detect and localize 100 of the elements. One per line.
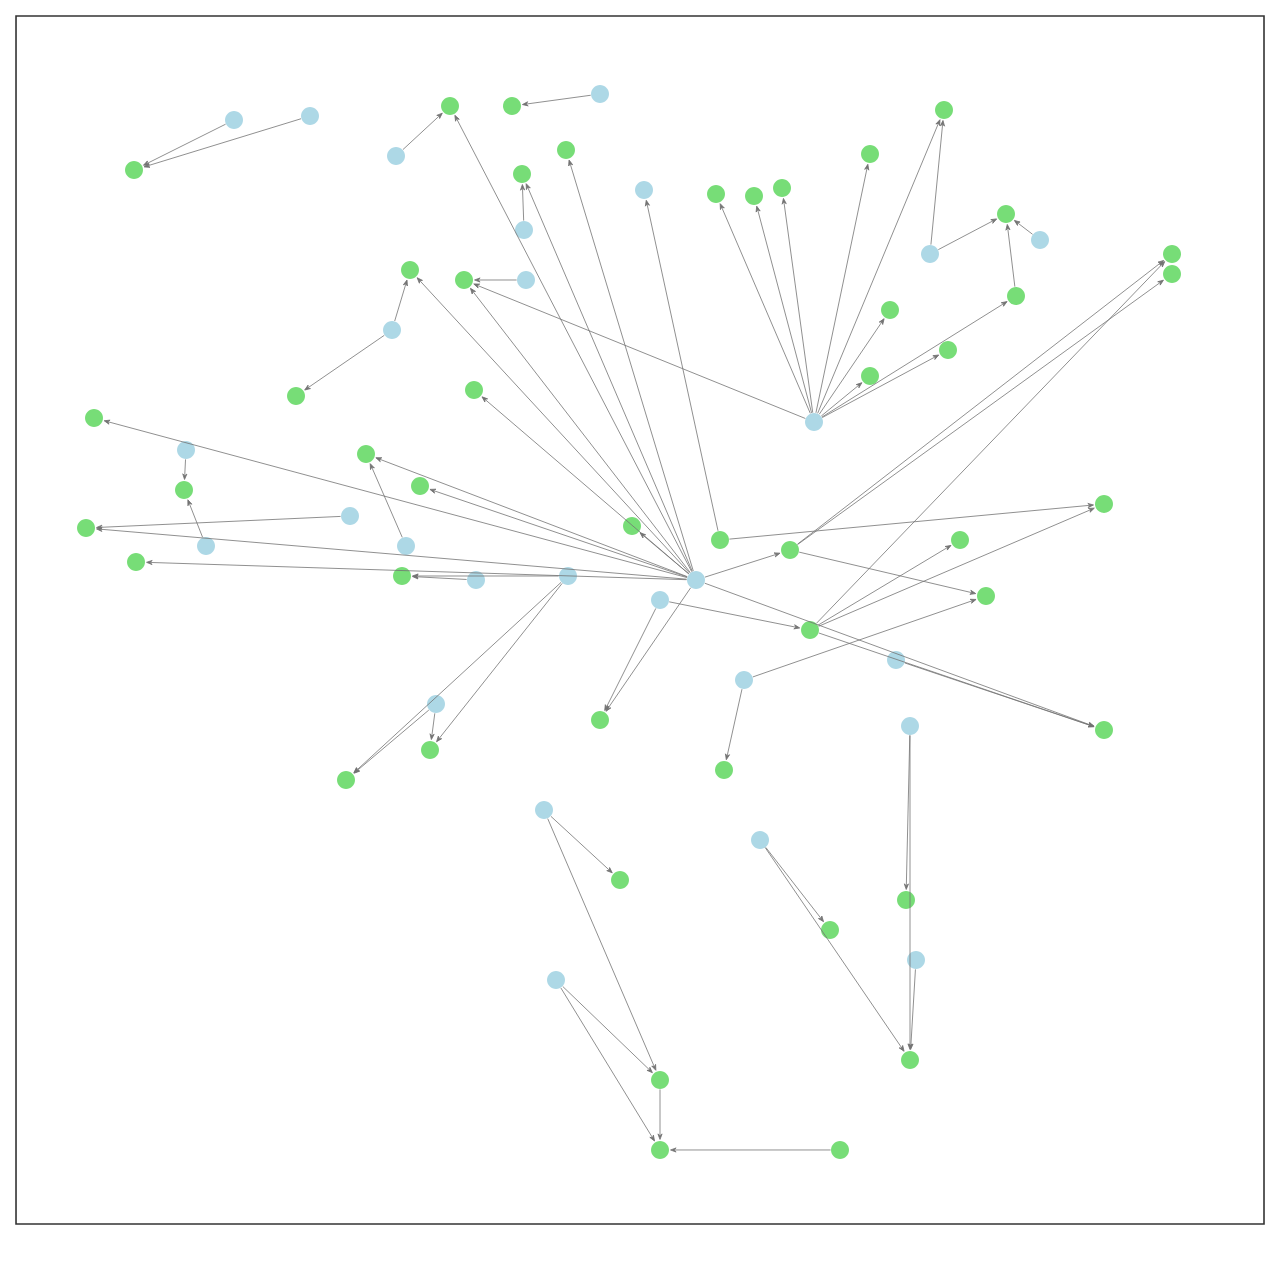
arrow bbox=[429, 488, 688, 578]
node-circle bbox=[1031, 231, 1049, 249]
node-circle bbox=[997, 205, 1015, 223]
node-circle bbox=[225, 111, 243, 129]
node-circle bbox=[1095, 495, 1113, 513]
arrow bbox=[1013, 220, 1033, 235]
node-circle bbox=[715, 761, 733, 779]
node-circle bbox=[441, 97, 459, 115]
node-circle bbox=[591, 85, 609, 103]
arrow bbox=[670, 1147, 831, 1153]
arrow bbox=[375, 457, 688, 578]
node-circle bbox=[467, 571, 485, 589]
node-circle bbox=[651, 1071, 669, 1089]
node-circle bbox=[557, 141, 575, 159]
node-circle bbox=[1163, 245, 1181, 263]
arrow bbox=[725, 688, 743, 761]
node-circle bbox=[517, 271, 535, 289]
arrow bbox=[765, 847, 824, 923]
node-circle bbox=[773, 179, 791, 197]
node-circle bbox=[887, 651, 905, 669]
node-circle bbox=[821, 921, 839, 939]
node-circle bbox=[513, 165, 531, 183]
arrow bbox=[436, 582, 563, 743]
arrow bbox=[764, 847, 905, 1052]
arrow bbox=[755, 205, 812, 414]
node-circle bbox=[735, 671, 753, 689]
node-circle bbox=[651, 1141, 669, 1159]
arrow bbox=[429, 712, 436, 740]
node-circle bbox=[421, 741, 439, 759]
node-circle bbox=[751, 831, 769, 849]
arrow bbox=[304, 334, 385, 391]
arrow bbox=[820, 382, 863, 417]
arrow bbox=[470, 287, 691, 573]
node-circle bbox=[977, 587, 995, 605]
node-circle bbox=[287, 387, 305, 405]
arrow bbox=[908, 968, 916, 1050]
node-circle bbox=[831, 1141, 849, 1159]
arrow bbox=[704, 582, 1095, 727]
arrow bbox=[818, 632, 1095, 728]
node-circle bbox=[805, 413, 823, 431]
node-circle bbox=[535, 801, 553, 819]
node-circle bbox=[707, 185, 725, 203]
node-circle bbox=[921, 245, 939, 263]
node-circle bbox=[547, 971, 565, 989]
arrow bbox=[605, 587, 692, 712]
arrow bbox=[1005, 224, 1016, 288]
arrow bbox=[416, 277, 691, 574]
node-circle bbox=[177, 441, 195, 459]
arrow bbox=[412, 574, 468, 580]
arrow bbox=[668, 601, 801, 630]
arrow bbox=[473, 283, 806, 419]
arrow bbox=[562, 986, 653, 1074]
node-circle bbox=[651, 591, 669, 609]
arrow bbox=[817, 119, 941, 414]
arrow bbox=[560, 987, 655, 1142]
arrow bbox=[645, 199, 719, 532]
node-circle bbox=[77, 519, 95, 537]
node-circle bbox=[635, 181, 653, 199]
arrow bbox=[143, 123, 226, 166]
node-circle bbox=[387, 147, 405, 165]
node-circle bbox=[125, 161, 143, 179]
arrow bbox=[96, 516, 341, 530]
arrow bbox=[930, 120, 945, 246]
arrow bbox=[821, 301, 1008, 418]
node-circle bbox=[197, 537, 215, 555]
arrow bbox=[353, 581, 562, 774]
node-circle bbox=[881, 301, 899, 319]
node-circle bbox=[515, 221, 533, 239]
arrow bbox=[816, 261, 1166, 624]
node-circle bbox=[939, 341, 957, 359]
arrow bbox=[907, 735, 913, 1050]
node-circle bbox=[401, 261, 419, 279]
arrow bbox=[522, 94, 592, 107]
arrow bbox=[550, 815, 613, 874]
node-circle bbox=[1095, 721, 1113, 739]
arrow bbox=[818, 507, 1095, 627]
arrow bbox=[182, 459, 188, 480]
node-circle bbox=[623, 517, 641, 535]
node-circle bbox=[455, 271, 473, 289]
arrow bbox=[474, 277, 517, 283]
arrow bbox=[394, 279, 408, 322]
arrow bbox=[728, 503, 1094, 540]
node-circle bbox=[503, 97, 521, 115]
node-circle bbox=[801, 621, 819, 639]
node-circle bbox=[1163, 265, 1181, 283]
arrow bbox=[719, 203, 811, 414]
arrow bbox=[402, 112, 443, 150]
arrow bbox=[568, 159, 694, 572]
node-circle bbox=[861, 145, 879, 163]
node-circle bbox=[127, 553, 145, 571]
node-circle bbox=[907, 951, 925, 969]
arrow bbox=[798, 551, 977, 595]
arrow bbox=[520, 184, 526, 221]
node-circle bbox=[337, 771, 355, 789]
node-circle bbox=[85, 409, 103, 427]
arrow bbox=[818, 318, 885, 415]
arrow bbox=[103, 419, 688, 578]
arrow bbox=[821, 354, 940, 418]
node-circle bbox=[559, 567, 577, 585]
node-circle bbox=[935, 101, 953, 119]
